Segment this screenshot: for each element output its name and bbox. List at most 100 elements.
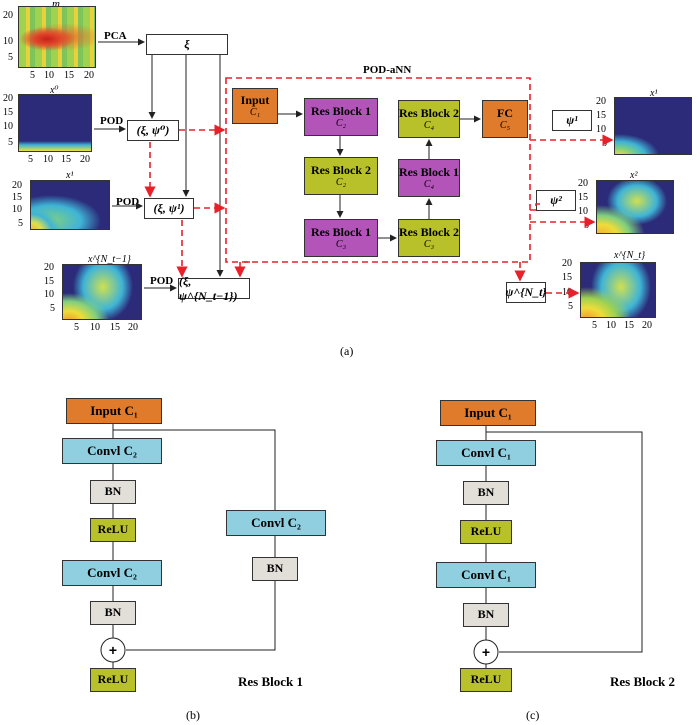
xi-box: ξ — [146, 34, 228, 55]
out-xN-xtick-3: 20 — [642, 320, 652, 331]
out-x1-label: x¹ — [650, 88, 658, 99]
res-block-1-c4-box: Res Block 1 C₄ — [398, 159, 460, 197]
res-block-2-c2-box: Res Block 2 C₂ — [304, 157, 378, 195]
psi1-box: ψ¹ — [552, 110, 592, 131]
pod-label-0: POD — [100, 115, 124, 127]
pod-label-1: POD — [116, 196, 140, 208]
out-x2-ytick-0: 20 — [578, 178, 588, 189]
pod-label-N: POD — [150, 275, 174, 287]
panel-b-connectors — [100, 424, 276, 668]
x0-xtick-1: 10 — [43, 154, 53, 165]
res-block-2-c4-sub: C₄ — [423, 120, 435, 132]
b-relu1-box: ReLU — [90, 518, 136, 542]
out-xN-ytick-1: 15 — [562, 272, 572, 283]
c-input-box: Input C₁ — [440, 400, 536, 426]
x1-label: x¹ — [66, 170, 74, 181]
psi2-box: ψ² — [536, 190, 576, 211]
b-conv2-box: Convl C₂ — [62, 560, 162, 586]
x0-ytick-1: 15 — [3, 107, 13, 118]
res-block-2-c4-box: Res Block 2 C₄ — [398, 100, 460, 138]
c-relu1-box: ReLU — [460, 520, 512, 544]
m-xtick-0: 5 — [30, 70, 35, 81]
res-block-2-c3-box: Res Block 2 C₃ — [398, 219, 460, 257]
x0-xtick-2: 15 — [61, 154, 71, 165]
panel-a-dashed-flow — [144, 77, 614, 299]
xN-ytick-3: 5 — [50, 303, 55, 314]
res-block-1-c4-title: Res Block 1 — [399, 164, 459, 179]
b-skip-bn-box: BN — [252, 557, 298, 581]
x0-xtick-3: 20 — [80, 154, 90, 165]
out-xN-ytick-0: 20 — [562, 258, 572, 269]
xN-xtick-1: 10 — [90, 322, 100, 333]
x1-ytick-0: 20 — [12, 180, 22, 191]
fc-title: FC — [497, 105, 513, 120]
b-skip-conv-box: Convl C₂ — [226, 510, 326, 536]
ann-input-sub: C₁ — [249, 107, 261, 119]
res-block-1-c3-box: Res Block 1 C₃ — [304, 219, 378, 257]
m-xtick-3: 20 — [84, 70, 94, 81]
out-x2-ytick-1: 15 — [578, 192, 588, 203]
pair-box-1: (ξ, ψ¹) — [144, 198, 194, 219]
res-block-1-c2-sub: C₂ — [335, 118, 347, 130]
heatmap-out-x2 — [596, 180, 674, 234]
x0-ytick-0: 20 — [3, 93, 13, 104]
b-title: Res Block 1 — [238, 674, 303, 689]
out-xN-xtick-1: 10 — [606, 320, 616, 331]
res-block-1-c3-title: Res Block 1 — [311, 224, 371, 239]
c-conv1-box: Convl C₁ — [436, 440, 536, 466]
psiN-box: ψ^{N_t} — [505, 282, 547, 303]
out-x1-ytick-0: 20 — [596, 96, 606, 107]
panel-c-connectors — [473, 426, 643, 668]
xN-ytick-2: 10 — [44, 289, 54, 300]
x1-ytick-3: 5 — [18, 218, 23, 229]
m-xtick-1: 10 — [44, 70, 54, 81]
out-x2-ytick-2: 10 — [578, 206, 588, 217]
res-block-2-c3-title: Res Block 2 — [399, 224, 459, 239]
caption-c: (c) — [526, 708, 540, 722]
out-xN-label: x^{N_t} — [614, 250, 646, 261]
xN-xtick-2: 15 — [110, 322, 120, 333]
c-bn2-box: BN — [463, 603, 509, 627]
out-x1-ytick-1: 15 — [596, 110, 606, 121]
xN-label: x^{N_t−1} — [88, 254, 131, 265]
out-x1-ytick-2: 10 — [596, 124, 606, 135]
m-label: m — [52, 0, 60, 10]
pod-ann-title: POD-aNN — [363, 64, 412, 76]
ann-input-box: Input C₁ — [232, 88, 278, 124]
c-relu2-box: ReLU — [460, 668, 512, 692]
x0-ytick-3: 5 — [8, 137, 13, 148]
caption-a: (a) — [340, 344, 354, 358]
xN-xtick-0: 5 — [74, 322, 79, 333]
panel-a-solid-arrows — [94, 38, 481, 292]
xN-ytick-1: 15 — [44, 276, 54, 287]
pca-label: PCA — [104, 30, 127, 42]
xN-xtick-3: 20 — [128, 322, 138, 333]
fc-box: FC C₅ — [482, 100, 528, 138]
m-ytick-3: 5 — [8, 52, 13, 63]
fc-sub: C₅ — [499, 120, 511, 132]
b-bn2-box: BN — [90, 601, 136, 625]
caption-b: (b) — [186, 708, 200, 722]
m-ytick-2: 10 — [3, 36, 13, 47]
res-block-2-c2-title: Res Block 2 — [311, 162, 371, 177]
res-block-2-c3-sub: C₃ — [423, 239, 435, 251]
c-conv2-box: Convl C₁ — [436, 562, 536, 588]
pair-box-0: (ξ, ψ⁰) — [127, 120, 179, 141]
heatmap-xN — [62, 264, 142, 320]
c-plus-symbol: + — [482, 644, 490, 660]
b-relu2-box: ReLU — [90, 668, 136, 692]
x0-xtick-0: 5 — [28, 154, 33, 165]
x1-ytick-2: 10 — [12, 204, 22, 215]
out-xN-xtick-0: 5 — [592, 320, 597, 331]
res-block-2-c2-sub: C₂ — [335, 177, 347, 189]
res-block-1-c2-title: Res Block 1 — [311, 103, 371, 118]
b-plus-symbol: + — [109, 642, 117, 658]
x0-label: x⁰ — [50, 85, 59, 96]
heatmap-m — [18, 6, 96, 68]
res-block-1-c3-sub: C₃ — [335, 239, 347, 251]
out-x2-label: x² — [630, 170, 638, 181]
c-bn1-box: BN — [463, 481, 509, 505]
res-block-1-c4-sub: C₄ — [423, 179, 435, 191]
out-xN-ytick-3: 5 — [568, 301, 573, 312]
